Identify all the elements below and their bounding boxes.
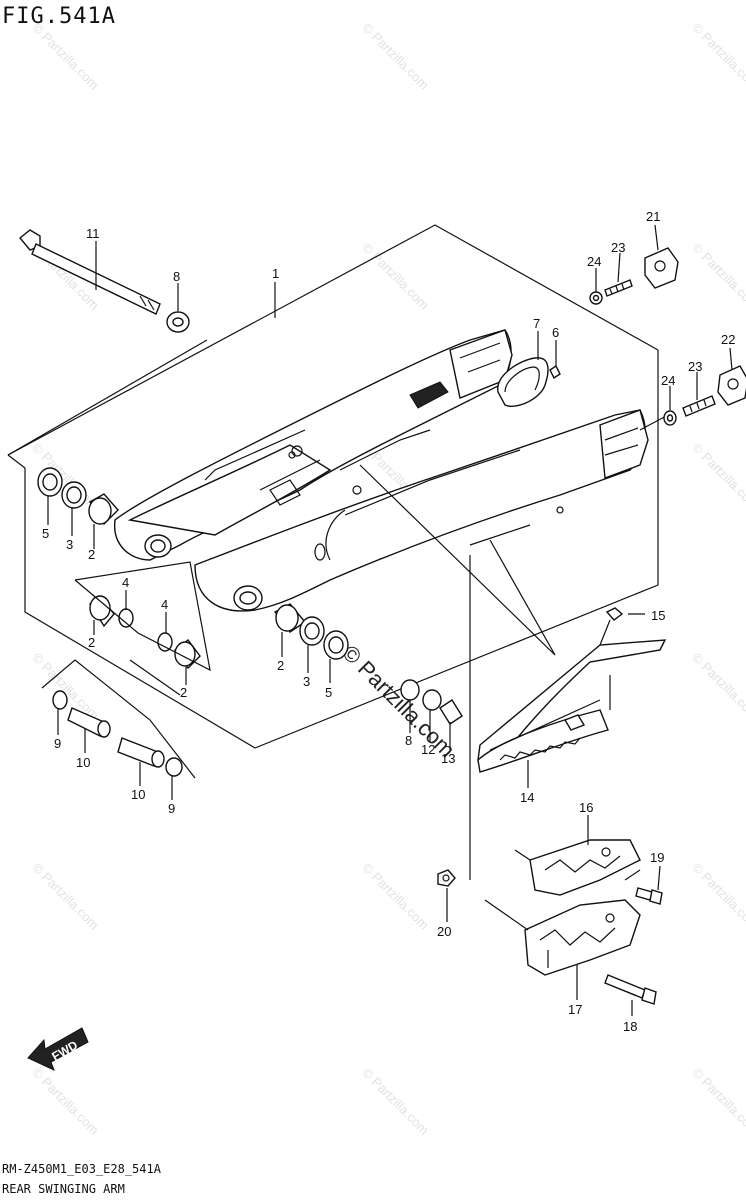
bearing-part-3-hole [304,622,320,640]
bolt-part-23 [604,279,633,297]
callout-label: 3 [66,537,73,552]
callout-label: 24 [661,373,675,388]
leader-line [7,454,26,469]
bolt-part-19 [635,887,653,901]
washer-part-8-hole [172,317,184,327]
callout-label: 19 [650,850,664,865]
callout-label: 5 [42,526,49,541]
callout-label: 17 [568,1002,582,1017]
pivot-shaft-part-11 [19,229,161,315]
chain-guide-part-17 [484,869,641,976]
callout-label: 11 [86,226,100,241]
plate-part-7-inner [504,366,540,393]
leader-line [489,539,556,656]
bolt-part-19-head [649,889,663,905]
callout-label: 13 [441,751,455,766]
chain-slider-part-14 [477,619,667,773]
callout-label: 4 [122,575,129,590]
figure-name: REAR SWINGING ARM [2,1182,125,1196]
bearing-part-2-face [89,595,111,621]
callout-label: 10 [131,787,145,802]
callout-label: 2 [88,547,95,562]
callout-label: 2 [180,685,187,700]
callout-label: 3 [303,674,310,689]
bolt-part-18-head [641,987,657,1005]
callout-label: 23 [611,240,625,255]
nut-part-24-hole [592,294,600,302]
callout-label: 14 [520,790,534,805]
callout-label: 10 [76,755,90,770]
callout-label: 9 [168,801,175,816]
bearing-part-2-face [275,604,299,632]
washer-part-8 [400,679,420,701]
callout-label: 15 [651,608,665,623]
leader-box [41,659,196,779]
callout-label: 16 [579,800,593,815]
leader-line [129,659,181,696]
adjuster-part-22 [717,365,746,406]
figure-title: FIG.541A [2,4,116,29]
bolt-part-23-thread [609,283,625,295]
callout-label: 9 [54,736,61,751]
callout-label: 7 [533,316,540,331]
callout-label: 18 [623,1019,637,1034]
callout-label: 2 [277,658,284,673]
bearing-part-3-hole [66,486,82,504]
seal-part-5-hole [42,473,58,491]
callout-labels: 1 2 2 2 2 3 3 4 4 5 5 6 7 8 8 9 9 10 10 … [42,209,735,1034]
callout-label: 1 [272,266,279,281]
adjuster-part-21-hole [654,260,666,272]
callout-label: 23 [688,359,702,374]
callout-label: 8 [173,269,180,284]
model-code: RM-Z450M1_E03_E28_541A [2,1162,161,1176]
spacer-part-10-end [97,720,111,738]
seal-part-5-hole [328,636,344,654]
callout-label: 21 [646,209,660,224]
callout-label: 5 [325,685,332,700]
adjuster-part-21 [644,247,679,289]
leader-line [359,464,556,656]
bearing-part-2-face [88,497,112,525]
callout-label: 22 [721,332,735,347]
leader-line [7,339,208,456]
bolt-part-23 [682,395,716,417]
fwd-arrow-icon: FWD [27,1027,89,1071]
leader-line [654,224,659,251]
spacer-part-10-end [151,750,165,768]
callout-label: 4 [161,597,168,612]
callout-label: 24 [587,254,601,269]
ring-part-9 [52,690,68,710]
screw-part-15 [605,607,624,621]
callout-label: 6 [552,325,559,340]
bolt-part-18 [604,974,646,999]
adjuster-part-22-hole [727,378,739,390]
callout-label: 12 [421,742,435,757]
assembly-outline [24,350,659,749]
plate-part-7 [497,357,549,407]
chain-guide-part-16 [514,839,641,896]
bolt-part-23-thread [689,399,707,413]
assembly-outline [7,224,659,456]
nut-part-24-hole [666,414,674,422]
nut-part-13 [439,699,463,725]
screw-part-6 [549,364,561,380]
ring-part-9 [165,757,183,777]
callout-label: 2 [88,635,95,650]
leader-box [74,561,211,672]
callout-label: 20 [437,924,451,939]
washer-part-12 [422,689,442,711]
leader-line [617,252,621,283]
nut-part-20-hole [442,874,450,882]
leader-line [729,347,733,371]
swing-arm [114,329,649,612]
nut-part-20 [437,869,456,887]
washer-part-4 [157,632,173,652]
leader-line [657,865,661,891]
callout-label: 8 [405,733,412,748]
